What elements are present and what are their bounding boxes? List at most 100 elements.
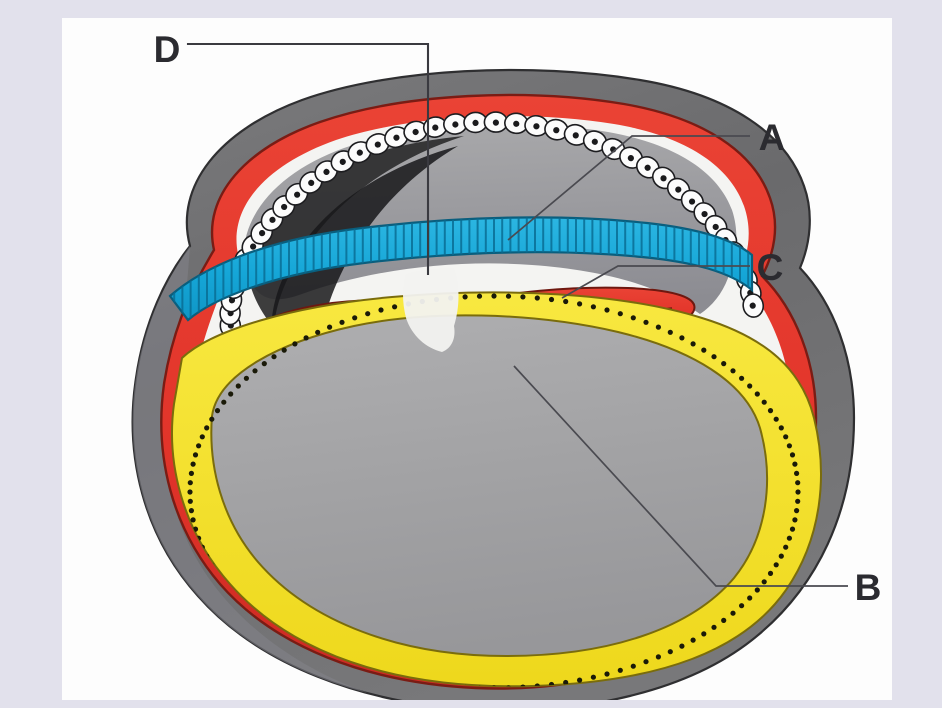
cell-nucleus (339, 158, 346, 165)
label-c: C (757, 247, 784, 288)
cell-nucleus (356, 149, 363, 156)
cell-nucleus (432, 124, 439, 131)
cell-nucleus (259, 229, 266, 237)
yellow-band-dot (235, 383, 241, 389)
cell-nucleus (250, 243, 257, 250)
cell-nucleus (412, 128, 419, 136)
yellow-band-dot (617, 667, 623, 673)
yellow-band-dot (252, 368, 258, 374)
yellow-band-dot (679, 643, 685, 649)
yellow-band-dot (786, 535, 793, 541)
yellow-band-dot (292, 341, 298, 347)
cell-nucleus (472, 119, 479, 126)
cell-nucleus (492, 119, 499, 126)
yellow-band-dot (590, 304, 597, 310)
yellow-band-dot (365, 311, 371, 317)
cell-nucleus (712, 223, 719, 231)
figure-plate: D A C B (62, 18, 892, 700)
yellow-band-dot (199, 434, 205, 440)
yellow-band-dot (196, 443, 202, 449)
yellow-band-dot (795, 498, 801, 504)
yellow-band-dot (462, 294, 468, 300)
yellow-band-dot (792, 517, 798, 523)
yellow-band-dot (520, 684, 526, 687)
yellow-band-dot (327, 324, 333, 330)
yellow-band-dot (730, 368, 736, 374)
yellow-band-dot (773, 416, 779, 422)
yellow-band-dot (315, 329, 321, 335)
label-A-group: A (507, 117, 786, 241)
cell-nucleus (308, 179, 315, 186)
label-b: B (855, 567, 882, 608)
yellow-band-dot (392, 304, 398, 310)
label-a: A (759, 117, 786, 158)
cell-nucleus (675, 186, 682, 193)
yellow-band-dot (778, 553, 784, 559)
yellow-band-dot (789, 526, 796, 532)
leader-line-a (507, 135, 750, 241)
yellow-band-dot (190, 461, 196, 467)
yellow-band-dot (590, 674, 597, 680)
yellow-band-dot (577, 677, 583, 683)
yellow-band-dot (190, 517, 196, 523)
yellow-band-dot (690, 341, 696, 347)
yellow-band-dot (767, 408, 774, 414)
cell-nucleus (572, 132, 579, 139)
leader-line-c (561, 265, 750, 299)
yellow-band-dot (617, 311, 623, 317)
yellow-band-dot (534, 295, 540, 301)
yellow-band-dot (187, 489, 193, 495)
epithelial-cell (384, 126, 409, 149)
yellow-band-dot (761, 399, 767, 405)
yellow-band-dot (352, 315, 358, 321)
cell-nucleus (393, 134, 400, 141)
yellow-band-dot (721, 361, 727, 367)
yellow-band-dot (563, 298, 569, 305)
yellow-band-dot (747, 383, 753, 389)
yellow-band-dot (792, 461, 798, 467)
yellow-band-dot (271, 354, 277, 360)
yellow-band-dot (747, 595, 753, 601)
yellow-band-dot (214, 408, 221, 414)
yellow-band-dot (643, 659, 649, 665)
yellow-band-dot (192, 452, 199, 458)
cell-nucleus (644, 164, 651, 171)
yellow-band-dot (754, 587, 760, 593)
epithelial-cell (742, 293, 765, 318)
yellow-band-dot (789, 452, 796, 458)
yellow-band-dot (794, 470, 800, 476)
yellow-band-dot (761, 579, 767, 585)
epithelial-cell (483, 111, 509, 133)
yellow-band-dot (711, 624, 717, 630)
yellow-band-dot (795, 480, 801, 486)
epithelial-cell (422, 116, 448, 138)
yellow-band-dot (655, 324, 662, 330)
cell-nucleus (660, 175, 667, 182)
label-B-group: B (513, 365, 882, 608)
yellow-band-dot (604, 307, 610, 313)
cell-nucleus (281, 203, 288, 211)
yellow-band-dot (773, 562, 779, 568)
yellow-band-dot (339, 319, 345, 325)
yellow-band-dot (711, 354, 717, 360)
cell-nucleus (533, 123, 540, 130)
yellow-band-dot (667, 649, 673, 655)
cell-nucleus (374, 141, 381, 148)
yellow-band-dot (188, 470, 194, 476)
yellow-band-dot (187, 498, 193, 504)
yellow-band-dot (730, 610, 736, 616)
cell-nucleus (749, 302, 756, 309)
yellow-band-dot (505, 293, 512, 299)
yellow-band-dot (701, 631, 707, 637)
yellow-band-dot (794, 508, 800, 514)
epithelial-cell (544, 118, 569, 141)
yellow-band-dot (476, 293, 483, 299)
yellow-band-dot (187, 480, 193, 486)
yellow-band-dot (630, 315, 636, 321)
yellow-band-dot (630, 663, 636, 669)
cell-nucleus (591, 138, 598, 145)
yellow-band-dot (643, 319, 649, 325)
yellow-band-dot (491, 293, 497, 299)
label-D-group: D (154, 29, 430, 276)
